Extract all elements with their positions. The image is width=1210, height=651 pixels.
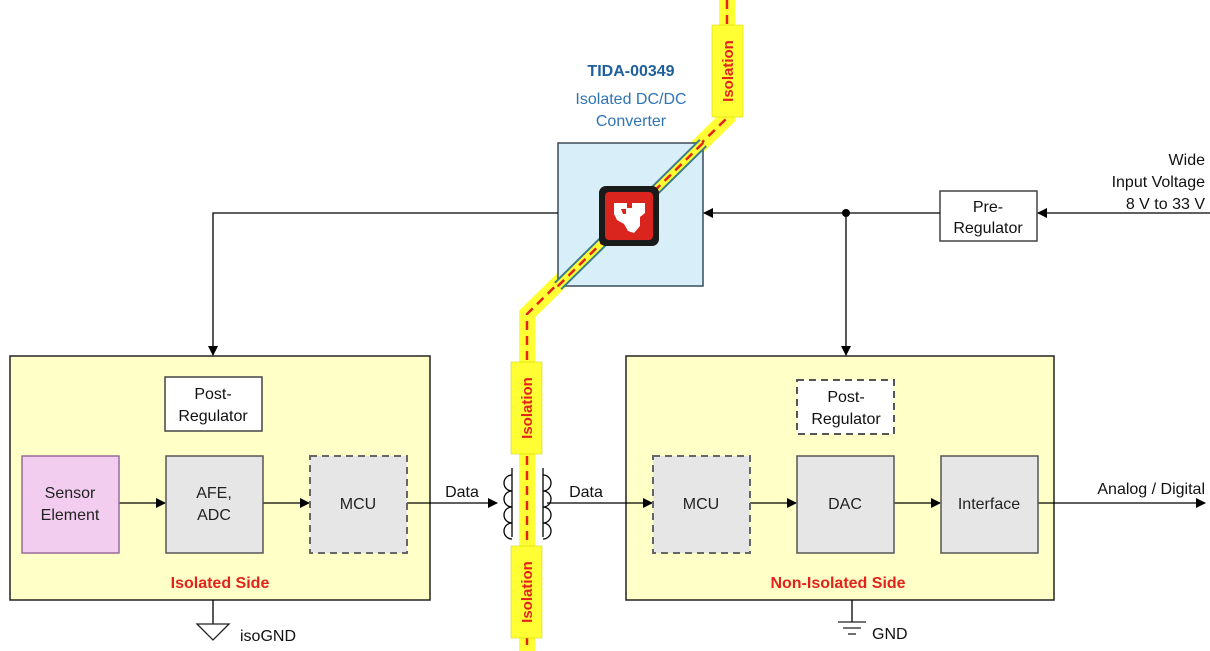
interface-box [940,455,1039,554]
non-isolated-mcu-box [652,455,751,554]
isolated-side-label: Isolated Side [171,575,270,592]
ground-icon [838,621,866,635]
afe-adc-line1: AFE, [196,485,232,502]
transformer-icon [503,468,552,540]
iso-ground-label: isoGND [240,628,296,645]
converter-subtitle-line1: Isolated DC/DC [575,91,686,108]
output-label: Analog / Digital [1097,481,1205,498]
isolation-label-bottom: Isolation [510,545,543,639]
input-label-line3: 8 V to 33 V [1126,196,1205,213]
data-label-left: Data [445,484,479,501]
dac-label: DAC [828,496,862,513]
isolated-mcu-label: MCU [340,496,376,513]
converter-title: TIDA-00349 [587,63,674,80]
input-label-line1: Wide [1169,152,1206,169]
non-isolated-post-regulator-box [796,379,895,435]
input-label-line2: Input Voltage [1112,174,1206,191]
iso-ground-icon [195,623,231,641]
ground-label: GND [872,626,908,643]
sensor-element-line1: Sensor [45,485,96,502]
isolated-post-regulator-line2: Regulator [178,408,248,425]
connection-wires [119,208,1210,624]
pre-regulator-line1: Pre- [973,199,1003,216]
isolated-post-regulator-box [164,376,263,432]
sensor-element-line2: Element [41,507,100,524]
afe-adc-line2: ADC [197,507,231,524]
afe-adc-box [165,455,264,554]
interface-label: Interface [958,496,1020,513]
ti-logo-icon [599,186,659,246]
converter-subtitle-line2: Converter [596,113,667,130]
non-isolated-post-regulator-line2: Regulator [811,411,881,428]
isolated-post-regulator-line1: Post- [194,386,231,403]
isolated-mcu-box [309,455,408,554]
non-isolated-mcu-label: MCU [683,496,719,513]
isolation-label-top: Isolation [711,24,744,118]
sensor-element-box [21,455,120,554]
dac-box [796,455,895,554]
isolation-label-middle: Isolation [510,361,543,455]
non-isolated-side-label: Non-Isolated Side [770,575,905,592]
pre-regulator-box [939,190,1038,242]
svg-text:Isolation: Isolation [720,40,737,102]
svg-text:Isolation: Isolation [519,561,536,623]
pre-regulator-line2: Regulator [953,220,1023,237]
data-label-right: Data [569,484,603,501]
non-isolated-post-regulator-line1: Post- [827,389,864,406]
junction-dot [842,209,850,217]
svg-text:Isolation: Isolation [519,377,536,439]
